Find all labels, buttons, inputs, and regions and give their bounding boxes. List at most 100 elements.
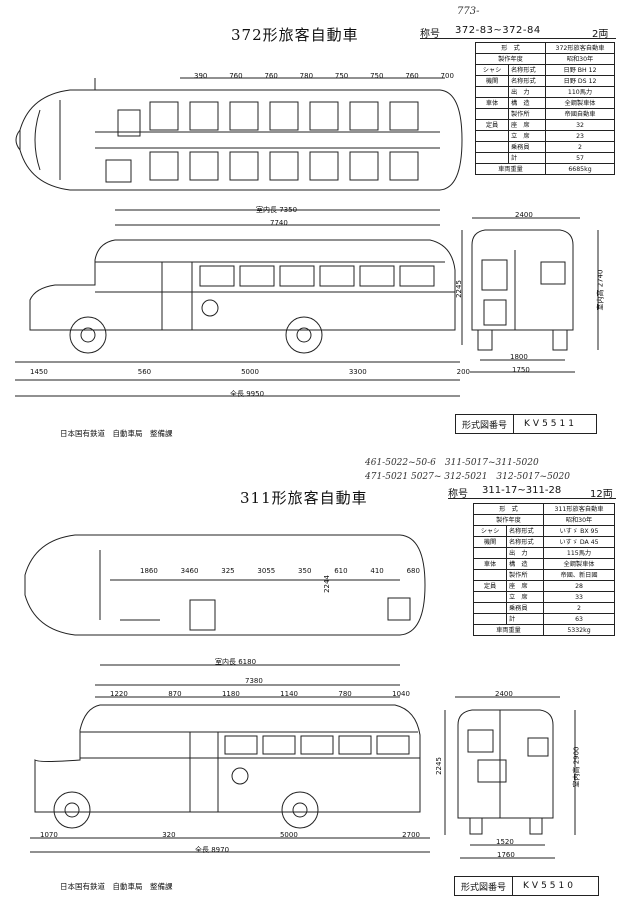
sheet1-front-width: 2400: [515, 211, 533, 219]
sheet2-code-value: 311-17~311-28: [482, 485, 562, 496]
sheet2-plan-view: [24, 534, 426, 666]
sheet1-plan-view: [15, 77, 463, 211]
dimension-label: 760: [264, 72, 278, 80]
sheet2-drawing-number-box: 形式図番号 KV5510: [454, 876, 599, 896]
dimension-label: 870: [168, 690, 182, 698]
dimension-label: 760: [405, 72, 419, 80]
dimension-label: 610: [334, 567, 348, 575]
spec-group: 車両重量: [475, 163, 546, 175]
dimension-label: 750: [370, 72, 384, 80]
dimension-label: 700: [440, 72, 454, 80]
spec-row: 機関名称形式いすゞ DA 45: [473, 536, 615, 548]
sheet1-total-length: 全長 9950: [230, 390, 265, 398]
dimension-label: 1220: [110, 690, 128, 698]
spec-row: 機関名称形式日野 DS 12: [475, 75, 615, 87]
spec-value: 5332kg: [543, 624, 615, 636]
sheet1-drawing-number-box: 形式図番号 KV5511: [455, 414, 597, 434]
sheet1-front-view: [461, 217, 599, 373]
dimension-label: 750: [334, 72, 349, 80]
seat: [389, 151, 419, 181]
seat: [229, 101, 259, 131]
title-underline: [420, 38, 616, 39]
sheet2-track-1: 1520: [496, 838, 514, 846]
window: [359, 265, 395, 287]
drawing-no-value: KV5511: [524, 419, 577, 429]
seat: [149, 151, 179, 181]
dimension-label: 780: [338, 690, 352, 698]
sheet2-total-length: 全長 8970: [195, 846, 230, 854]
sheet2-front-interior: 室内高 2900: [572, 746, 581, 788]
sheet2-bottom-dims: 1070 320 5000 2700: [40, 831, 420, 839]
dimension-label: 1070: [40, 831, 58, 839]
dimension-label: 1180: [221, 690, 240, 698]
window: [199, 265, 235, 287]
dimension-label: 1860: [140, 567, 158, 575]
sheet1-title: 372形旅客自動車: [231, 26, 359, 44]
dimension-label: 325: [221, 567, 235, 575]
sheet1-footer-org: 日本国有鉄道 自動車局 整備課: [60, 429, 173, 438]
dimension-label: 390: [194, 72, 208, 80]
dimension-label: 780: [299, 72, 314, 80]
sheet2-side-top-dim: 7380: [245, 677, 263, 685]
drawing-no-label: 形式図番号: [456, 415, 515, 433]
dimension-label: 410: [370, 567, 384, 575]
spec-value: 6685kg: [545, 163, 615, 175]
sheet2-front-height: 2245: [434, 757, 443, 775]
sheet2-side-view: [30, 684, 430, 853]
sheet1-side-top-dim: 7740: [270, 219, 288, 227]
dimension-label: 200: [456, 368, 470, 376]
dimension-label: 320: [162, 831, 176, 839]
seat: [229, 151, 259, 181]
sheet1-side-view: [15, 224, 460, 397]
sheet1-code-value: 372-83~372-84: [455, 25, 541, 36]
window: [262, 735, 296, 755]
seat: [309, 151, 339, 181]
drawing-no-value: KV5510: [523, 881, 576, 891]
sheet2-footer-org: 日本国有鉄道 自動車局 整備課: [60, 882, 173, 891]
sheet1-interior-length: 室内長 7350: [256, 206, 298, 214]
seat: [269, 101, 299, 131]
dimension-label: 3055: [257, 567, 276, 575]
handwritten-note-1: 461-5022~50-6 311-5017~311-5020: [365, 458, 539, 468]
dimension-label: 2700: [402, 831, 420, 839]
sheet2-code-label: 称号: [448, 489, 468, 500]
spec-row: 製作年度昭和30年: [475, 53, 615, 65]
sheet2-plan-side: 2244: [322, 575, 331, 593]
seat: [189, 151, 219, 181]
sheet1-track-1: 1800: [510, 353, 528, 361]
sheet2-front-view: [444, 696, 576, 859]
window: [224, 735, 258, 755]
dimension-label: 680: [406, 567, 420, 575]
window: [338, 735, 372, 755]
sheet2-front-width: 2400: [495, 690, 513, 698]
sheet2-title: 311形旅客自動車: [240, 489, 368, 507]
dimension-label: 1040: [392, 690, 410, 698]
window: [279, 265, 315, 287]
sheet2-track-2: 1760: [497, 851, 515, 859]
window: [300, 735, 334, 755]
seat: [349, 101, 379, 131]
seat: [389, 101, 419, 131]
sheet1-count: 2両: [592, 29, 609, 40]
spec-row: シャシ名称形式いすゞ BX 95: [473, 525, 615, 537]
sheet1-track-2: 1750: [512, 366, 530, 374]
handwritten-note-2: 471-5021 5027~ 312-5021 312-5017~5020: [365, 472, 570, 482]
drawing-no-label: 形式図番号: [455, 877, 514, 895]
dimension-label: 5000: [279, 831, 298, 839]
dimension-label: 350: [298, 567, 312, 575]
seat: [189, 101, 219, 131]
window: [239, 265, 275, 287]
